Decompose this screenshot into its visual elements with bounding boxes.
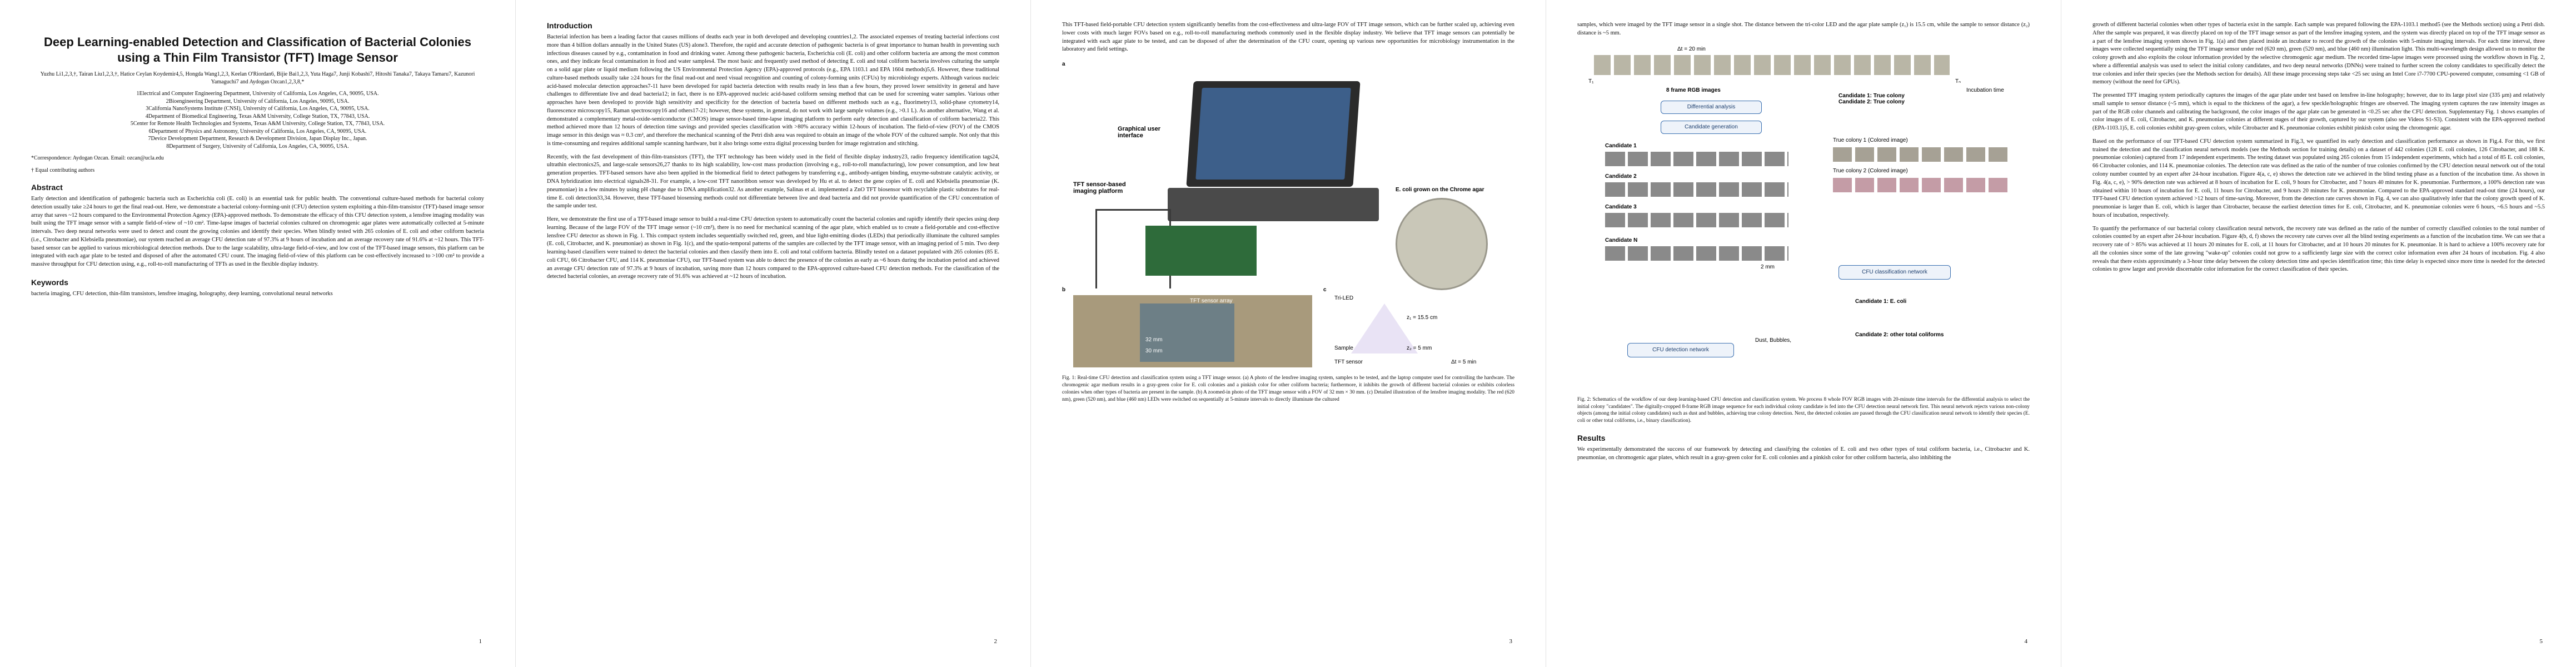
cfu-detection-network-box: CFU detection network: [1627, 342, 1734, 357]
dimension-label: 32 mm: [1145, 337, 1163, 344]
agar-plate: [1396, 198, 1488, 291]
frame-strip: [1594, 54, 1950, 75]
page-number: 2: [994, 638, 998, 645]
true-colony-label: True colony 1 (Colored image): [1833, 137, 1908, 143]
figure-2: Δt = 20 min T₁ Tₙ Incubation time 8 fram…: [1577, 42, 2030, 393]
candidate-strip: [1605, 246, 1788, 261]
interval-label: Δt = 20 min: [1677, 46, 1706, 52]
panel-label-c: c: [1323, 287, 1327, 293]
z2-label: z₂ = 5 mm: [1407, 345, 1432, 352]
affiliation: 7Device Development Department, Research…: [148, 136, 367, 142]
scale-bar-label: 2 mm: [1761, 263, 1775, 270]
affiliation: 3California NanoSystems Institute (CNSI)…: [146, 106, 370, 112]
tft-sensor-label: TFT sensor: [1334, 359, 1363, 366]
page-number: 4: [2024, 638, 2028, 645]
tft-board: [1145, 226, 1257, 276]
page-2: Introduction Bacterial infection has bee…: [515, 0, 1030, 667]
body-paragraph: The presented TFT imaging system periodi…: [2092, 92, 2545, 132]
incubation-label: Incubation time: [1966, 87, 2004, 93]
affiliation-list: 1Electrical and Computer Engineering Dep…: [31, 90, 484, 150]
colored-strip: [1833, 147, 2011, 162]
dust-label: Dust, Bubbles,: [1755, 337, 1792, 344]
body-paragraph: Based on the performance of our TFT-base…: [2092, 138, 2545, 218]
candidate-generation-box: Candidate generation: [1661, 120, 1762, 134]
page-3: This TFT-based field-portable CFU detect…: [1030, 0, 1546, 667]
page-5: growth of different bacterial colonies w…: [2061, 0, 2576, 667]
differential-analysis-box: Differential analysis: [1661, 100, 1762, 114]
affiliation: 6Department of Physics and Astronomy, Un…: [148, 128, 367, 135]
author-list: Yuzhu Li1,2,3,†, Tairan Liu1,2,3,†, Hati…: [40, 71, 475, 85]
dimension-label: 30 mm: [1145, 348, 1163, 355]
sensor-array-label: TFT sensor array: [1190, 298, 1233, 305]
correspondence: *Correspondence: Aydogan Ozcan. Email: o…: [31, 155, 164, 161]
tri-led-label: Tri-LED: [1334, 295, 1354, 302]
t1-label: T₁: [1588, 78, 1594, 84]
sample-label: Sample: [1334, 345, 1353, 352]
keywords-text: bacteria imaging, CFU detection, thin-fi…: [31, 290, 333, 297]
candidate-strip: [1605, 182, 1788, 197]
frames-label: 8 frame RGB images: [1666, 87, 1721, 93]
affiliation: 4Department of Biomedical Engineering, T…: [145, 113, 370, 120]
figure-2-caption: Fig. 2: Schematics of the workflow of ou…: [1577, 396, 2030, 424]
affiliation: 5Center for Remote Health Technologies a…: [130, 121, 385, 127]
body-paragraph: growth of different bacterial colonies w…: [2092, 22, 2545, 86]
body-paragraph: Bacterial infection has been a leading f…: [547, 34, 999, 147]
page-4: samples, which were imaged by the TFT im…: [1546, 0, 2061, 667]
candidate-strip: [1605, 151, 1788, 166]
candidate-label: Candidate 1: [1605, 142, 1637, 149]
candidate-label: Candidate N: [1605, 237, 1638, 243]
z1-label: z₁ = 15.5 cm: [1407, 315, 1438, 321]
other-coliform-output: Candidate 2: other total coliforms: [1855, 331, 1944, 338]
figure-1: a Graphical user interface TFT sensor-ba…: [1062, 59, 1515, 371]
abstract-heading: Abstract: [31, 183, 63, 192]
laptop-screen: [1195, 88, 1351, 180]
laptop-base: [1168, 188, 1379, 222]
cfu-classification-network-box: CFU classification network: [1838, 265, 1951, 280]
page-number: 1: [479, 638, 482, 645]
page-1: Deep Learning-enabled Detection and Clas…: [0, 0, 515, 667]
paper-title: Deep Learning-enabled Detection and Clas…: [44, 35, 471, 64]
true-colony-summary: Candidate 1: True colony Candidate 2: Tr…: [1838, 92, 1905, 105]
candidate-label: Candidate 2: [1605, 173, 1637, 180]
candidate-strip: [1605, 212, 1788, 227]
body-paragraph: Recently, with the fast development of t…: [547, 153, 999, 210]
abstract-text: Early detection and identification of pa…: [31, 196, 484, 268]
body-paragraph: We experimentally demonstrated the succe…: [1577, 446, 2030, 461]
candidate-label: Candidate 3: [1605, 203, 1637, 210]
panel-label-a: a: [1062, 61, 1065, 68]
introduction-heading: Introduction: [547, 21, 592, 30]
tn-label: Tₙ: [1955, 78, 1961, 84]
light-cone: [1351, 303, 1418, 354]
panel-label-b: b: [1062, 287, 1066, 293]
page-number: 3: [1509, 638, 1513, 645]
affiliation: 2Bioengineering Department, University o…: [166, 98, 350, 104]
body-paragraph: samples, which were imaged by the TFT im…: [1577, 22, 2030, 36]
results-heading: Results: [1577, 434, 1606, 443]
body-paragraph: This TFT-based field-portable CFU detect…: [1062, 22, 1514, 53]
equal-contribution-note: † Equal contributing authors: [31, 167, 95, 173]
body-paragraph: Here, we demonstrate the first use of a …: [547, 216, 999, 280]
page-number: 5: [2539, 638, 2543, 645]
keywords-heading: Keywords: [31, 277, 68, 287]
true-colony-label: True colony 2 (Colored image): [1833, 167, 1908, 174]
ecoli-label: E. coli grown on the Chrome agar: [1396, 187, 1484, 193]
colored-strip: [1833, 177, 2011, 192]
ecoli-output: Candidate 1: E. coli: [1855, 298, 1907, 305]
gui-label: Graphical user interface: [1118, 126, 1161, 140]
platform-label: TFT sensor-based imaging platform: [1073, 181, 1126, 195]
affiliation: 8Department of Surgery, University of Ca…: [166, 143, 349, 150]
sensor-array-photo: [1140, 303, 1234, 362]
figure-1-caption: Fig. 1: Real-time CFU detection and clas…: [1062, 375, 1514, 402]
body-paragraph: To quantify the performance of our bacte…: [2092, 225, 2545, 273]
affiliation: 1Electrical and Computer Engineering Dep…: [136, 91, 379, 97]
interval-label: Δt = 5 min: [1451, 359, 1477, 366]
